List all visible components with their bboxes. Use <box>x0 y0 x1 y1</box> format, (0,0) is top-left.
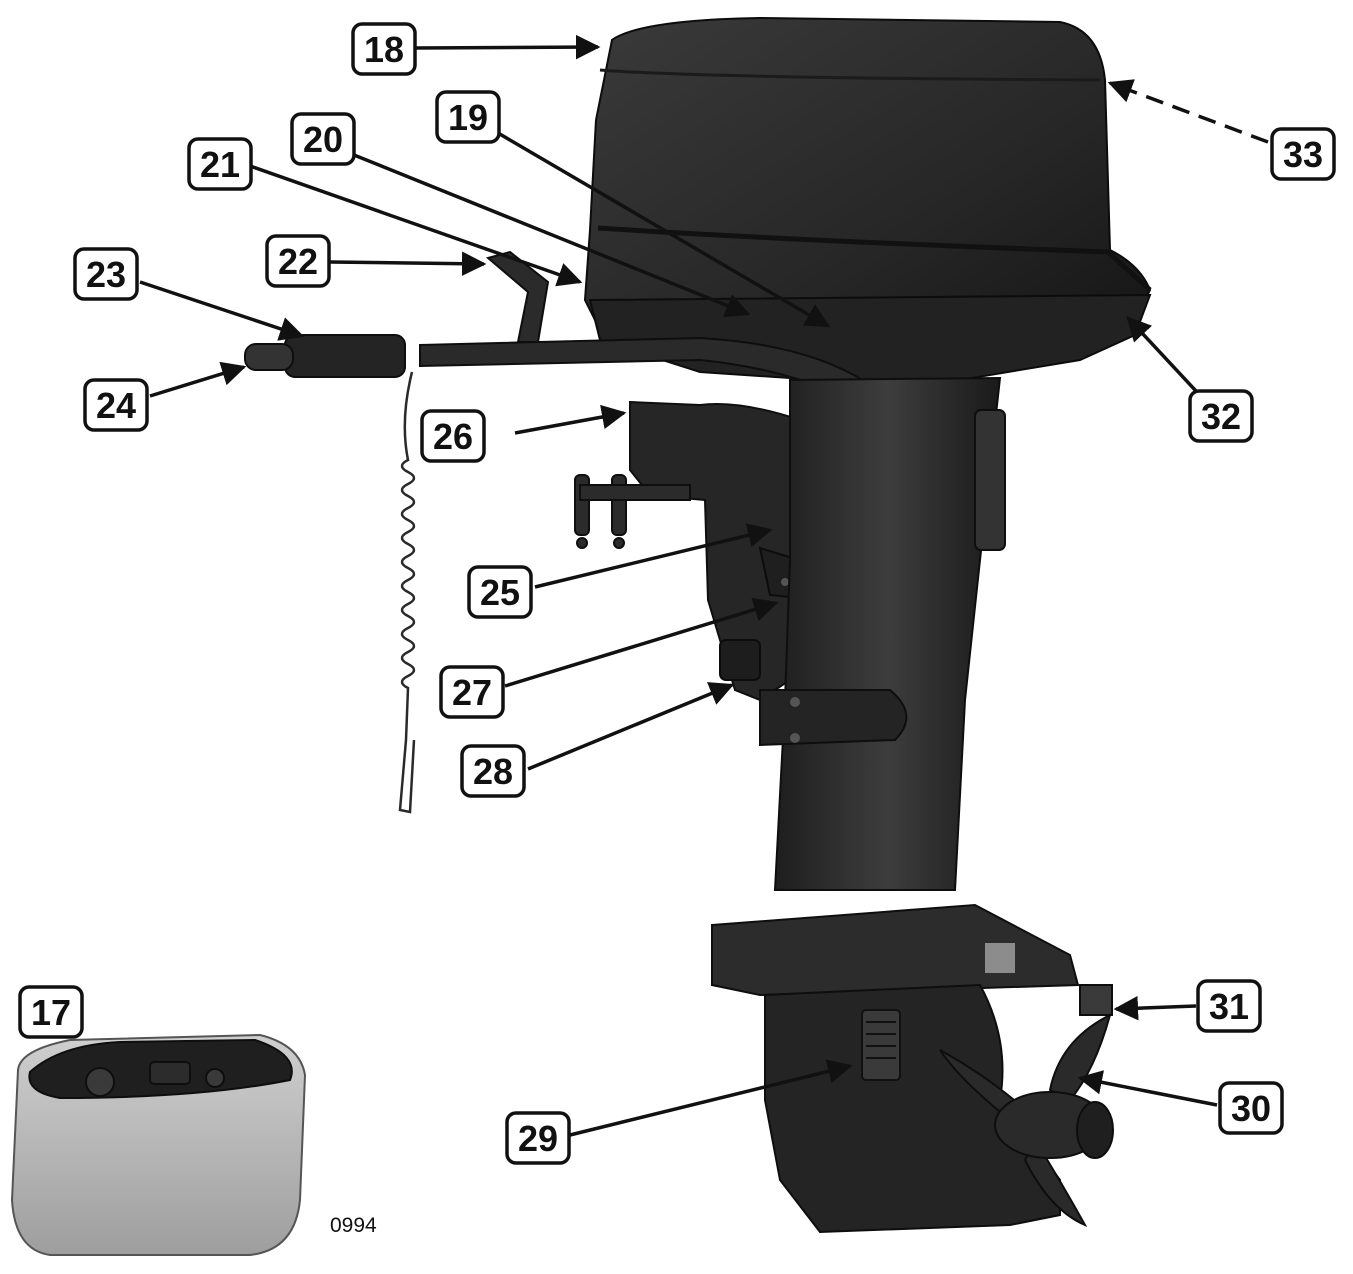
leader-27 <box>504 597 779 688</box>
svg-text:33: 33 <box>1283 134 1323 175</box>
leader-31 <box>1113 995 1197 1021</box>
tilt-pin <box>719 639 761 681</box>
tiller-end <box>244 343 294 371</box>
svg-text:24: 24 <box>96 385 136 426</box>
svg-text:17: 17 <box>31 992 71 1033</box>
svg-text:28: 28 <box>473 751 513 792</box>
leader-29 <box>569 1059 853 1137</box>
callout-22: 22 <box>265 234 331 288</box>
svg-text:27: 27 <box>452 672 492 713</box>
leader-21 <box>249 164 583 287</box>
fuel-tank <box>10 1033 307 1256</box>
svg-text:20: 20 <box>303 119 343 160</box>
svg-text:29: 29 <box>518 1118 558 1159</box>
callout-boxes: 17 18 19 20 21 22 23 24 <box>18 22 1336 1165</box>
callout-27: 27 <box>439 665 505 719</box>
svg-text:30: 30 <box>1231 1088 1271 1129</box>
leader-30 <box>1077 1070 1218 1107</box>
leader-23 <box>139 280 305 341</box>
svg-text:25: 25 <box>480 572 520 613</box>
leader-24 <box>149 361 247 398</box>
anti-ventilation-plate <box>711 903 1080 997</box>
svg-text:19: 19 <box>448 97 488 138</box>
callout-24: 24 <box>83 378 149 432</box>
leader-19 <box>497 131 831 328</box>
leader-18 <box>415 34 601 60</box>
callout-32: 32 <box>1188 389 1254 443</box>
leader-32 <box>1126 316 1198 393</box>
callout-31: 31 <box>1196 979 1262 1033</box>
callout-18: 18 <box>351 22 417 76</box>
callout-28: 28 <box>460 744 526 798</box>
lanyard-cord <box>398 371 416 814</box>
callout-33: 33 <box>1270 127 1336 181</box>
outboard-motor <box>244 16 1152 1234</box>
leader-25 <box>534 523 773 589</box>
svg-text:18: 18 <box>364 29 404 70</box>
svg-text:26: 26 <box>433 416 473 457</box>
lower-motor-cover <box>588 293 1152 381</box>
svg-text:21: 21 <box>200 144 240 185</box>
callout-23: 23 <box>73 247 139 301</box>
leader-28 <box>527 682 735 771</box>
svg-text:23: 23 <box>86 254 126 295</box>
callout-20: 20 <box>290 112 356 166</box>
callout-arrows <box>139 34 1269 1137</box>
propeller <box>939 1013 1114 1228</box>
callout-17: 17 <box>18 985 84 1039</box>
shift-lever <box>485 250 550 343</box>
trim-tab <box>1079 984 1113 1016</box>
callout-26: 26 <box>420 409 486 463</box>
clamp-screws <box>574 474 691 549</box>
svg-text:31: 31 <box>1209 986 1249 1027</box>
callout-29: 29 <box>505 1111 571 1165</box>
drive-shaft-housing <box>773 376 1002 891</box>
callout-25: 25 <box>467 565 533 619</box>
svg-text:32: 32 <box>1201 396 1241 437</box>
leader-33 <box>1107 79 1269 144</box>
leader-26 <box>514 404 627 435</box>
callout-19: 19 <box>435 90 501 144</box>
cover-rim <box>597 225 1152 292</box>
leader-20 <box>353 153 751 318</box>
callout-21: 21 <box>187 137 253 191</box>
leader-22 <box>329 251 487 276</box>
svg-text:22: 22 <box>278 241 318 282</box>
figure-number: 0994 <box>330 1214 377 1237</box>
tiller-grip <box>284 334 406 378</box>
lower-mount <box>759 689 908 747</box>
callout-30: 30 <box>1218 1081 1284 1135</box>
gearcase <box>764 983 1061 1234</box>
